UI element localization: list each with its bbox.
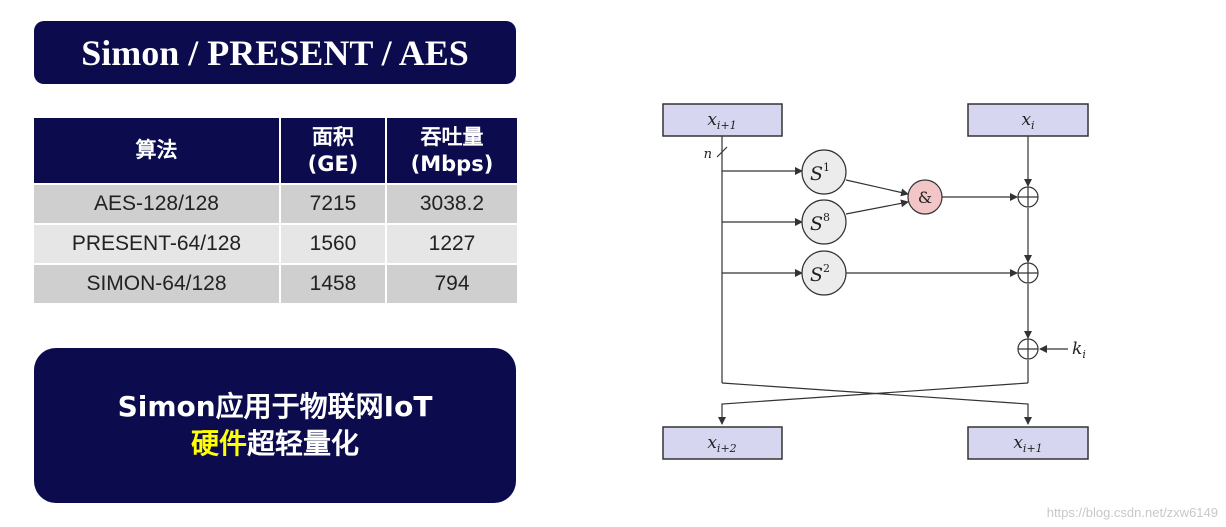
cell-throughput: 3038.2: [385, 183, 517, 224]
summary-line-1: Simon应用于物联网IoT: [117, 389, 433, 423]
summary-rest: 超轻量化: [247, 426, 360, 460]
and-label: &: [918, 188, 932, 207]
output-left-label: xi+2: [707, 433, 736, 455]
s1-label: S1: [810, 161, 830, 185]
s2-label: S2: [810, 262, 830, 286]
table-row: SIMON-64/128 1458 794: [34, 263, 517, 303]
cell-area: 1458: [279, 263, 386, 303]
header-throughput: 吞吐量 (Mbps): [385, 118, 517, 184]
cell-throughput: 1227: [385, 223, 517, 264]
input-right-box: [967, 103, 1089, 137]
key-label: ki: [1072, 339, 1086, 361]
table-header-row: 算法 面积 (GE) 吞吐量 (Mbps): [34, 118, 517, 184]
watermark: https://blog.csdn.net/zxw6149: [1046, 505, 1218, 520]
cell-algorithm: SIMON-64/128: [34, 263, 280, 303]
cross-right-to-left: [718, 382, 1029, 425]
simon-round-diagram: xi+1 xi xi+2 xi+1 n S1 S8 S2 &: [662, 103, 1089, 460]
summary-line-2: 硬件超轻量化: [34, 426, 516, 463]
xor-3: [1017, 338, 1039, 360]
cell-algorithm: PRESENT-64/128: [34, 223, 280, 264]
cell-area: 7215: [279, 183, 386, 224]
summary-highlight: 硬件: [190, 426, 247, 460]
input-right-label: xi: [1021, 110, 1034, 132]
s1-circle: [801, 149, 847, 195]
output-right-box: [967, 426, 1089, 460]
xor-2: [1017, 262, 1039, 284]
cell-throughput: 794: [385, 263, 517, 303]
header-area: 面积 (GE): [279, 118, 386, 184]
width-slash: [716, 146, 728, 158]
comparison-table: 算法 面积 (GE) 吞吐量 (Mbps) AES-128/128 7215 3…: [34, 118, 517, 303]
summary-box: Simon应用于物联网IoT 硬件超轻量化: [34, 348, 516, 503]
s8-label: S8: [810, 211, 830, 235]
title-banner: Simon / PRESENT / AES: [34, 21, 516, 84]
s1-to-and: [845, 179, 909, 197]
table-row: PRESENT-64/128 1560 1227: [34, 223, 517, 264]
slide-title: Simon / PRESENT / AES: [81, 32, 469, 73]
input-left-label: xi+1: [707, 110, 736, 132]
cell-area: 1560: [279, 223, 386, 264]
s8-to-and: [845, 199, 909, 215]
xor-1: [1017, 186, 1039, 208]
s8-circle: [801, 199, 847, 245]
header-algorithm: 算法: [34, 118, 280, 184]
cross-left-to-right: [721, 382, 1032, 425]
cell-algorithm: AES-128/128: [34, 183, 280, 224]
output-right-label: xi+1: [1013, 433, 1042, 455]
output-left-box: [662, 426, 783, 460]
width-label: n: [704, 147, 712, 162]
input-left-box: [662, 103, 783, 137]
table-row: AES-128/128 7215 3038.2: [34, 183, 517, 224]
